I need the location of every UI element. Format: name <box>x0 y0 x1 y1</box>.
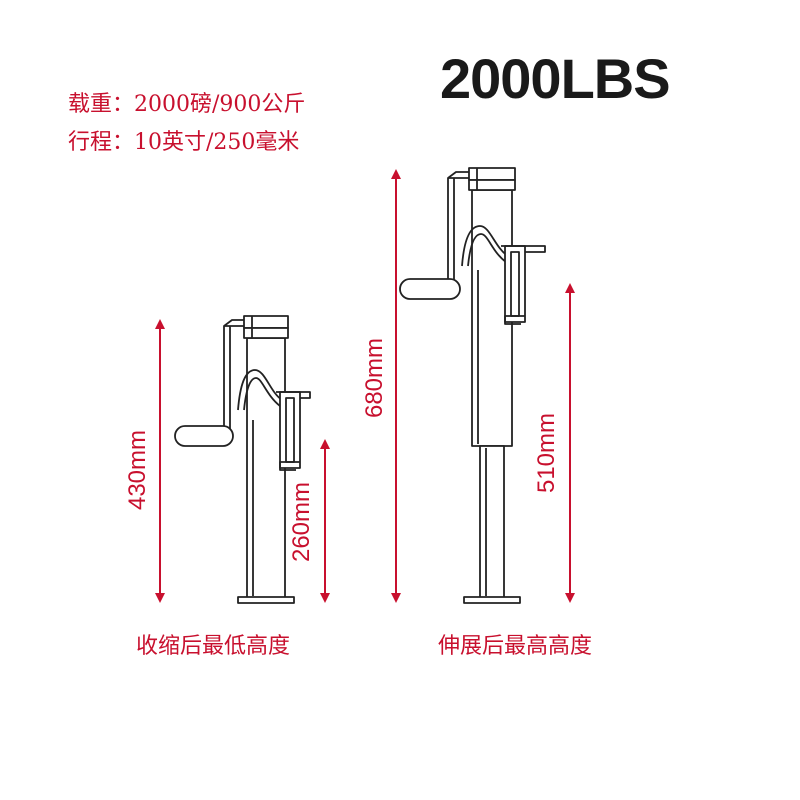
extended-total-label: 680mm <box>361 338 388 418</box>
retracted-jack-icon <box>174 315 311 604</box>
extended-bracket-label: 510mm <box>533 413 560 493</box>
load-spec: 载重：2000磅/900公斤 <box>68 92 306 117</box>
retracted-total-label: 430mm <box>124 430 151 510</box>
capacity-label: 2000LBS <box>440 47 671 110</box>
extended-caption: 伸展后最高高度 <box>438 634 593 659</box>
extended-jack-icon <box>399 167 546 604</box>
retracted-bracket-label: 260mm <box>288 482 315 562</box>
travel-spec: 行程：10英寸/250毫米 <box>68 130 300 155</box>
retracted-caption: 收缩后最低高度 <box>136 634 291 659</box>
